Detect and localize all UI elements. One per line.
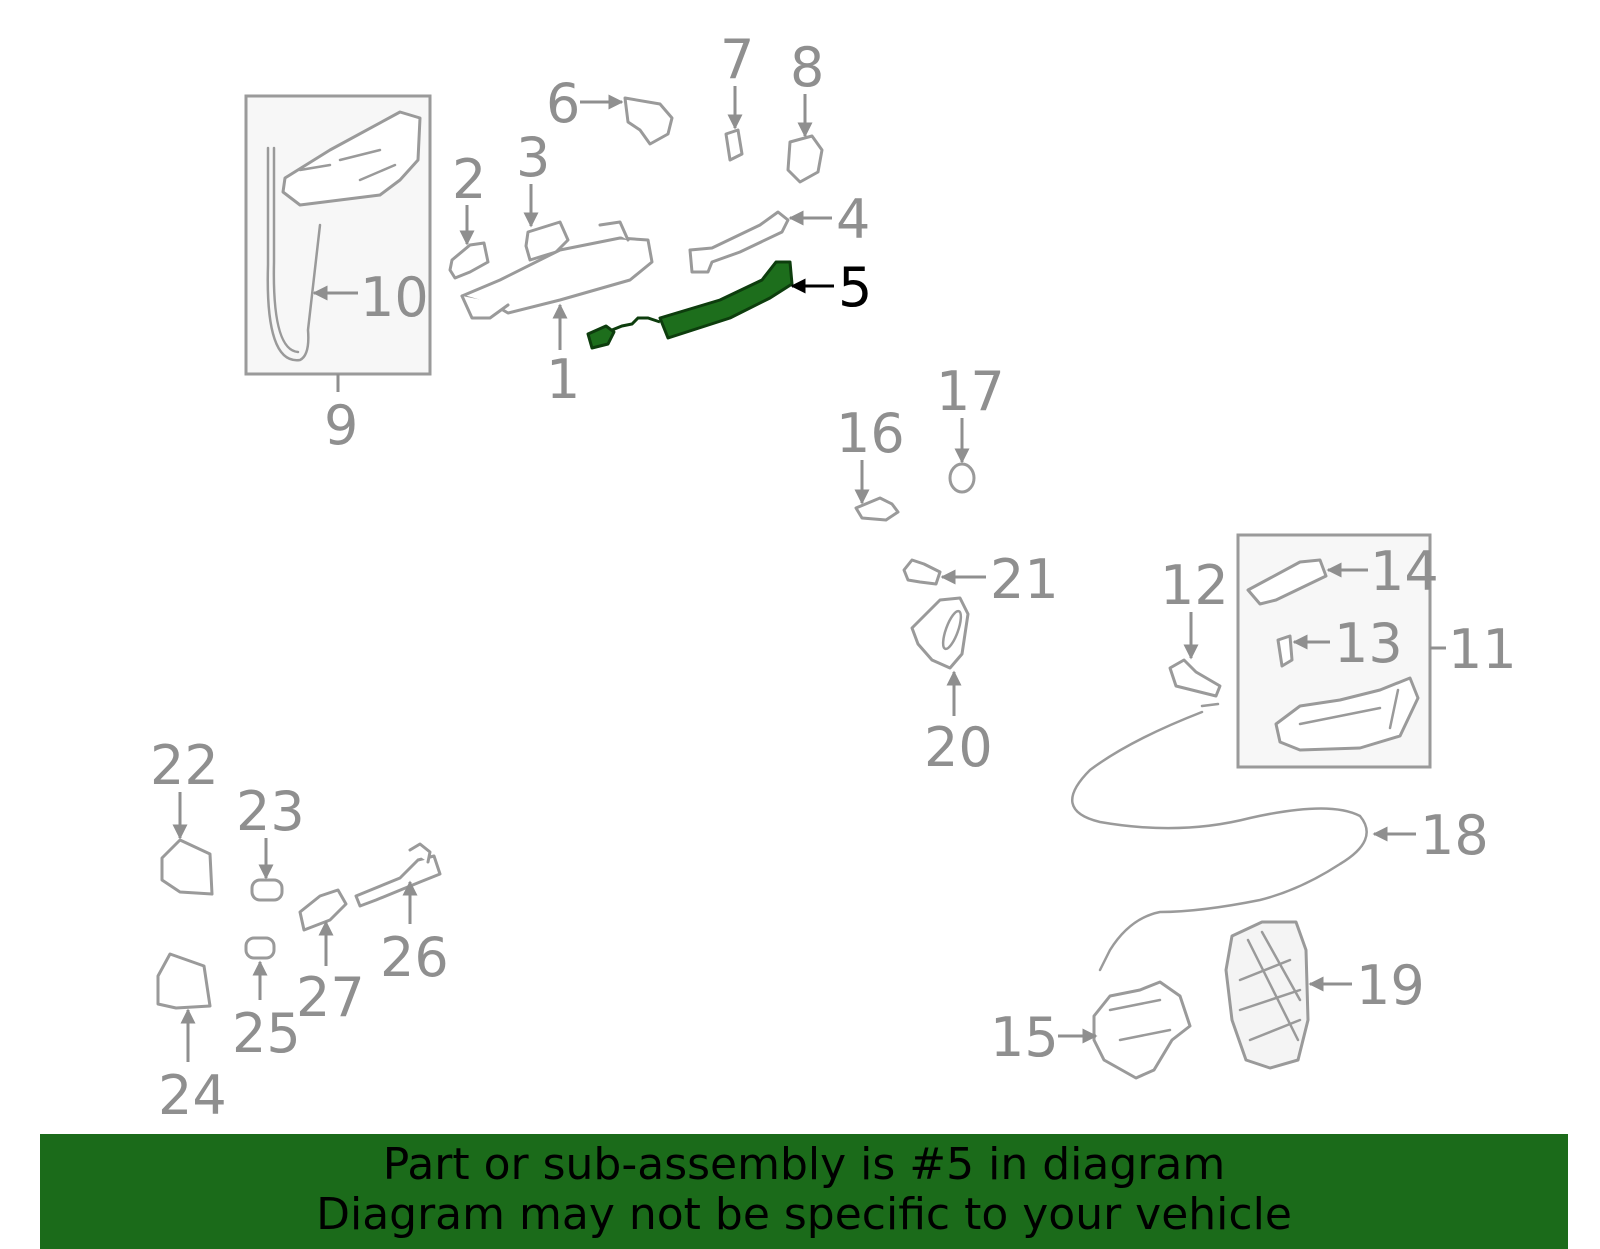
part-12[interactable] (1168, 612, 1222, 698)
part-20[interactable] (910, 596, 970, 716)
label-9: 9 (324, 394, 358, 457)
part-23[interactable] (250, 838, 284, 902)
label-24: 24 (158, 1064, 227, 1127)
label-26: 26 (380, 926, 449, 989)
label-22: 22 (150, 734, 219, 797)
part-4[interactable] (688, 210, 832, 274)
part-19[interactable] (1224, 920, 1352, 1070)
label-5-highlighted: 5 (838, 256, 872, 319)
label-19: 19 (1356, 954, 1425, 1017)
part-25[interactable] (244, 936, 276, 1000)
label-10: 10 (360, 266, 429, 329)
part-11-box[interactable] (1236, 533, 1446, 769)
part-26[interactable] (354, 842, 442, 924)
label-2: 2 (452, 148, 486, 211)
part-24[interactable] (156, 952, 212, 1062)
label-3: 3 (516, 126, 550, 189)
label-15: 15 (990, 1006, 1059, 1069)
part-8[interactable] (786, 94, 824, 184)
part-21[interactable] (902, 558, 986, 586)
part-27[interactable] (298, 888, 348, 966)
label-23: 23 (236, 780, 305, 843)
label-8: 8 (790, 36, 824, 99)
banner-line-1: Part or sub-assembly is #5 in diagram (382, 1139, 1226, 1190)
part-18[interactable] (1071, 702, 1416, 972)
label-25: 25 (232, 1002, 301, 1065)
part-16[interactable] (854, 460, 900, 522)
part-7[interactable] (724, 86, 744, 162)
label-18: 18 (1420, 804, 1489, 867)
label-1: 1 (546, 348, 580, 411)
label-27: 27 (296, 966, 365, 1029)
label-12: 12 (1160, 554, 1229, 617)
label-21: 21 (990, 548, 1059, 611)
label-20: 20 (924, 716, 993, 779)
label-17: 17 (936, 360, 1005, 423)
part-22[interactable] (160, 792, 214, 896)
part-2[interactable] (448, 205, 490, 280)
label-4: 4 (836, 188, 870, 251)
label-6: 6 (546, 72, 580, 135)
label-7: 7 (720, 28, 754, 91)
label-16: 16 (836, 402, 905, 465)
part-5-highlighted[interactable] (586, 260, 834, 350)
part-1[interactable] (460, 220, 654, 350)
part-17[interactable] (948, 418, 976, 494)
part-15[interactable] (1058, 980, 1192, 1080)
label-13: 13 (1334, 612, 1403, 675)
label-11: 11 (1448, 618, 1517, 681)
banner-line-2: Diagram may not be specific to your vehi… (316, 1189, 1292, 1240)
part-9-box[interactable] (244, 94, 432, 392)
part-6[interactable] (580, 94, 674, 146)
info-banner: Part or sub-assembly is #5 in diagram Di… (40, 1134, 1568, 1249)
label-14: 14 (1370, 540, 1439, 603)
